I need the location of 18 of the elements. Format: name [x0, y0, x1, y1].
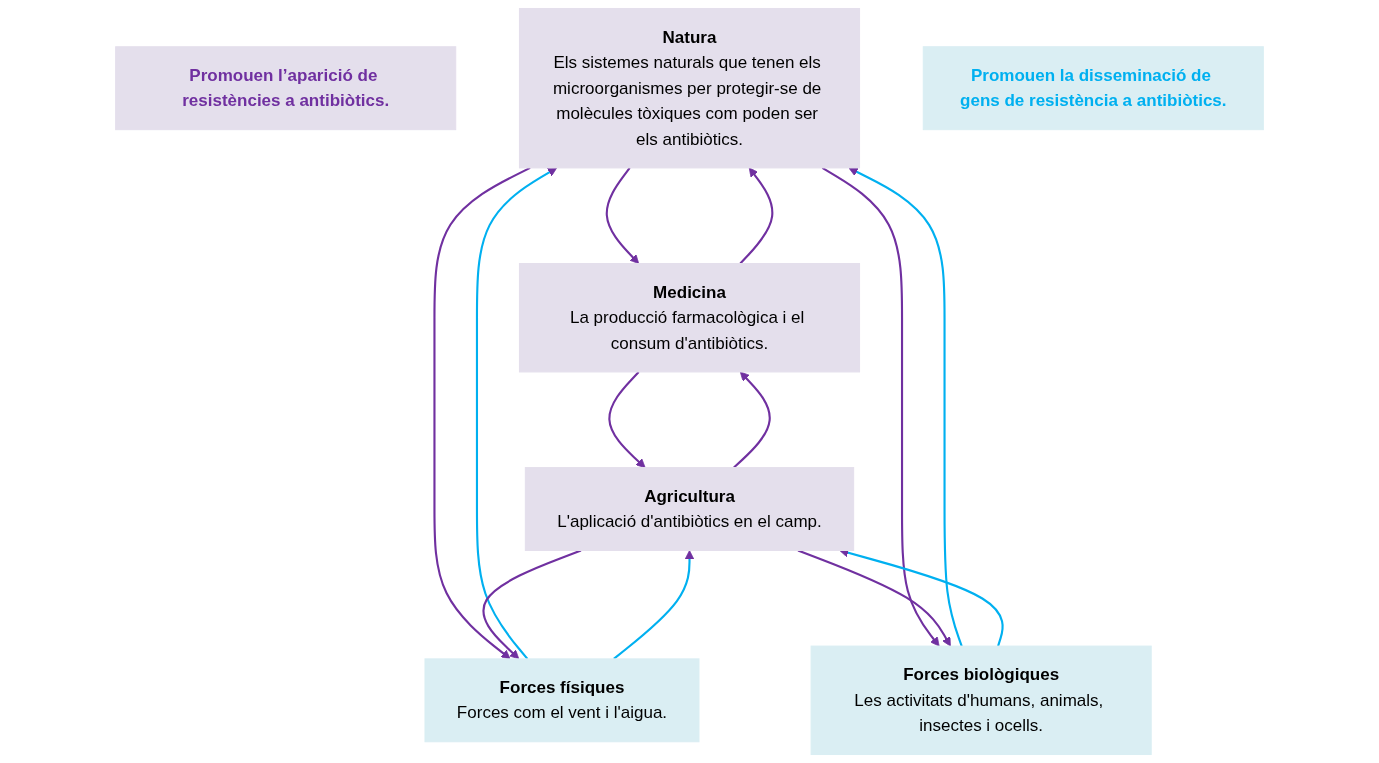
- node-box: Agricultura L'aplicació d'antibiòtics en el camp.: [524, 467, 855, 551]
- node-box: Natura Els sistemes naturals que tenen els microorganismes per protegir-se de molècules tòxiques com poden ser els antibiòtics.: [518, 7, 861, 169]
- node-box: Promouen l’aparició de resistències a antibiòtics.: [115, 46, 457, 131]
- node-box: Medicina La producció farmacològica i el consum d'antibiòtics.: [518, 263, 861, 373]
- node-box: Forces biològiques Les activitats d'humans, animals, insectes i ocells.: [810, 645, 1152, 756]
- arrow: [797, 549, 951, 647]
- node-box: Forces físiques Forces com el vent i l'aigua.: [424, 658, 700, 743]
- arrow: [608, 371, 646, 468]
- arrow: [613, 550, 695, 660]
- arrow: [475, 167, 558, 660]
- arrow: [821, 167, 940, 647]
- arrow: [433, 166, 531, 660]
- node-box: Promouen la disseminació de gens de resistència a antibiòtics.: [922, 46, 1264, 131]
- arrow: [733, 371, 771, 469]
- arrow: [848, 167, 963, 647]
- arrow: [739, 167, 774, 265]
- arrow: [482, 549, 582, 660]
- arrow: [605, 167, 640, 264]
